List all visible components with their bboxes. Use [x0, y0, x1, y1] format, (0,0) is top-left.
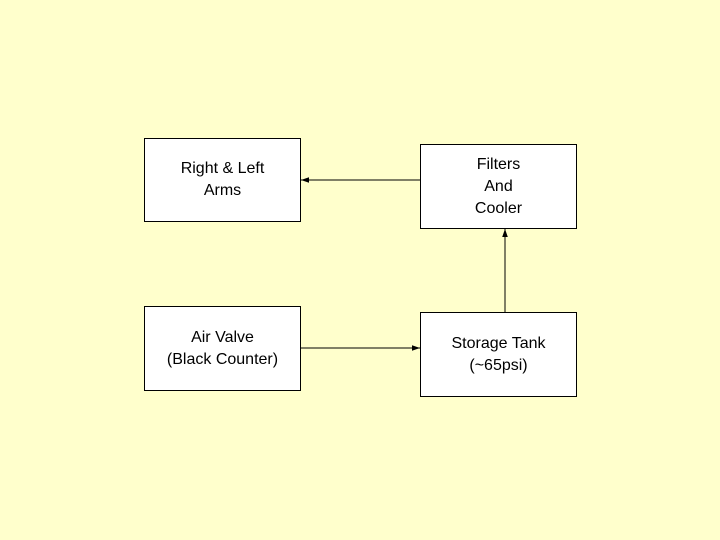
- node-label-line: And: [484, 177, 513, 195]
- node-label-line: (Black Counter): [166, 350, 279, 368]
- node-filters-and-cooler-label: Filters And Cooler: [475, 154, 522, 220]
- node-label-line: Right & Left: [180, 160, 265, 177]
- node-right-left-arms: Right & Left Arms: [144, 138, 301, 222]
- node-label-line: Storage Tank: [451, 334, 546, 352]
- node-storage-tank: Storage Tank (~65psi): [420, 312, 577, 397]
- node-right-left-arms-label: Right & Left Arms: [181, 158, 265, 202]
- node-label-line: Cooler: [474, 199, 523, 217]
- node-label-line: (~65psi): [469, 356, 528, 374]
- node-label-line: Arms: [203, 182, 242, 199]
- node-label-line: Filters: [476, 155, 521, 173]
- node-filters-and-cooler: Filters And Cooler: [420, 144, 577, 229]
- node-air-valve-label: Air Valve (Black Counter): [167, 327, 278, 371]
- node-label-line: Air Valve: [191, 328, 254, 346]
- node-storage-tank-label: Storage Tank (~65psi): [452, 333, 546, 377]
- node-air-valve: Air Valve (Black Counter): [144, 306, 301, 391]
